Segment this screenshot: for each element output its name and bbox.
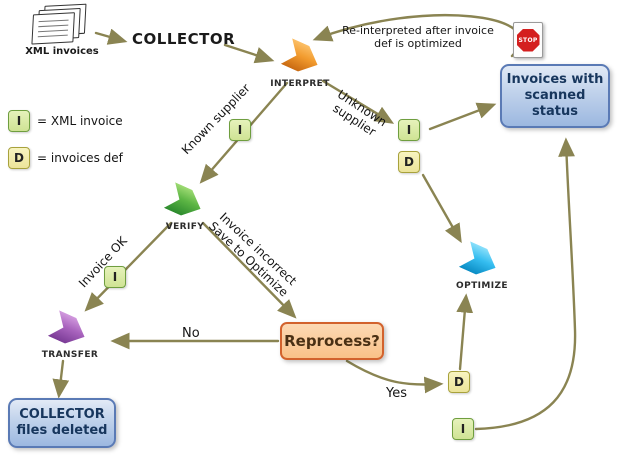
yes-def-letter: D	[454, 375, 464, 389]
arrow-xml-to-collector	[94, 28, 128, 45]
arrow-unknown-to-optimize	[421, 173, 462, 244]
reprocess-text: Reprocess?	[284, 332, 380, 350]
page-front-icon	[31, 12, 75, 45]
known-invoice-letter: I	[237, 123, 243, 137]
unknown-supplier-label: Unknown supplier	[330, 87, 390, 140]
arrow-transfer-to-deleted	[52, 359, 70, 399]
legend-def-badge: D	[8, 147, 30, 169]
unknown-invoice-badge: I	[398, 119, 420, 141]
interpret-label: INTERPRET	[270, 79, 330, 89]
transfer-label: TRANSFER	[41, 350, 99, 360]
yes-label: Yes	[386, 386, 407, 401]
optimize-chevron-icon	[459, 241, 501, 280]
xml-invoices-icon	[29, 3, 93, 46]
stop-sign-text: STOP	[518, 36, 538, 44]
scanned-status-text: Invoices with scanned status	[506, 71, 604, 120]
legend-invoice-badge: I	[8, 110, 30, 132]
verify-label: VERIFY	[165, 222, 205, 232]
ok-invoice-badge: I	[104, 266, 126, 288]
interpret-chevron-icon	[281, 38, 323, 77]
stop-document-icon: STOP	[513, 22, 543, 58]
legend-invoice-text: = XML invoice	[37, 114, 123, 128]
collector-label: COLLECTOR	[132, 30, 236, 48]
unknown-def-badge: D	[398, 151, 420, 173]
known-invoice-badge: I	[229, 119, 251, 141]
verify-chevron-icon	[164, 182, 206, 221]
unknown-invoice-letter: I	[406, 123, 412, 137]
arrow-reprocess-yes-to-d	[345, 359, 444, 394]
yes-invoice-badge: I	[452, 418, 474, 440]
no-label: No	[182, 326, 200, 341]
yes-def-badge: D	[448, 371, 470, 393]
invoice-incorrect-label: Invoice incorrect Save to Optimize	[201, 205, 304, 304]
unknown-def-letter: D	[404, 155, 414, 169]
yes-invoice-letter: I	[460, 422, 466, 436]
stop-sign-icon: STOP	[516, 28, 540, 52]
arrow-d-to-optimize	[456, 293, 474, 371]
legend-invoice-letter: I	[16, 114, 22, 128]
reprocess-box: Reprocess?	[280, 322, 384, 360]
legend-def-letter: D	[14, 151, 24, 165]
ok-invoice-letter: I	[112, 270, 118, 284]
scanned-status-box: Invoices with scanned status	[500, 64, 610, 128]
xml-invoices-label: XML invoices	[25, 46, 99, 57]
optimize-label: OPTIMIZE	[456, 281, 508, 291]
arrow-unknown-to-scanned	[428, 102, 497, 131]
legend-def-text: = invoices def	[37, 151, 123, 165]
reinterpret-note: Re-interpreted after invoice def is opti…	[342, 24, 494, 51]
collector-deleted-text: COLLECTOR files deleted	[16, 406, 108, 438]
transfer-chevron-icon	[48, 310, 90, 349]
collector-deleted-box: COLLECTOR files deleted	[8, 398, 116, 448]
